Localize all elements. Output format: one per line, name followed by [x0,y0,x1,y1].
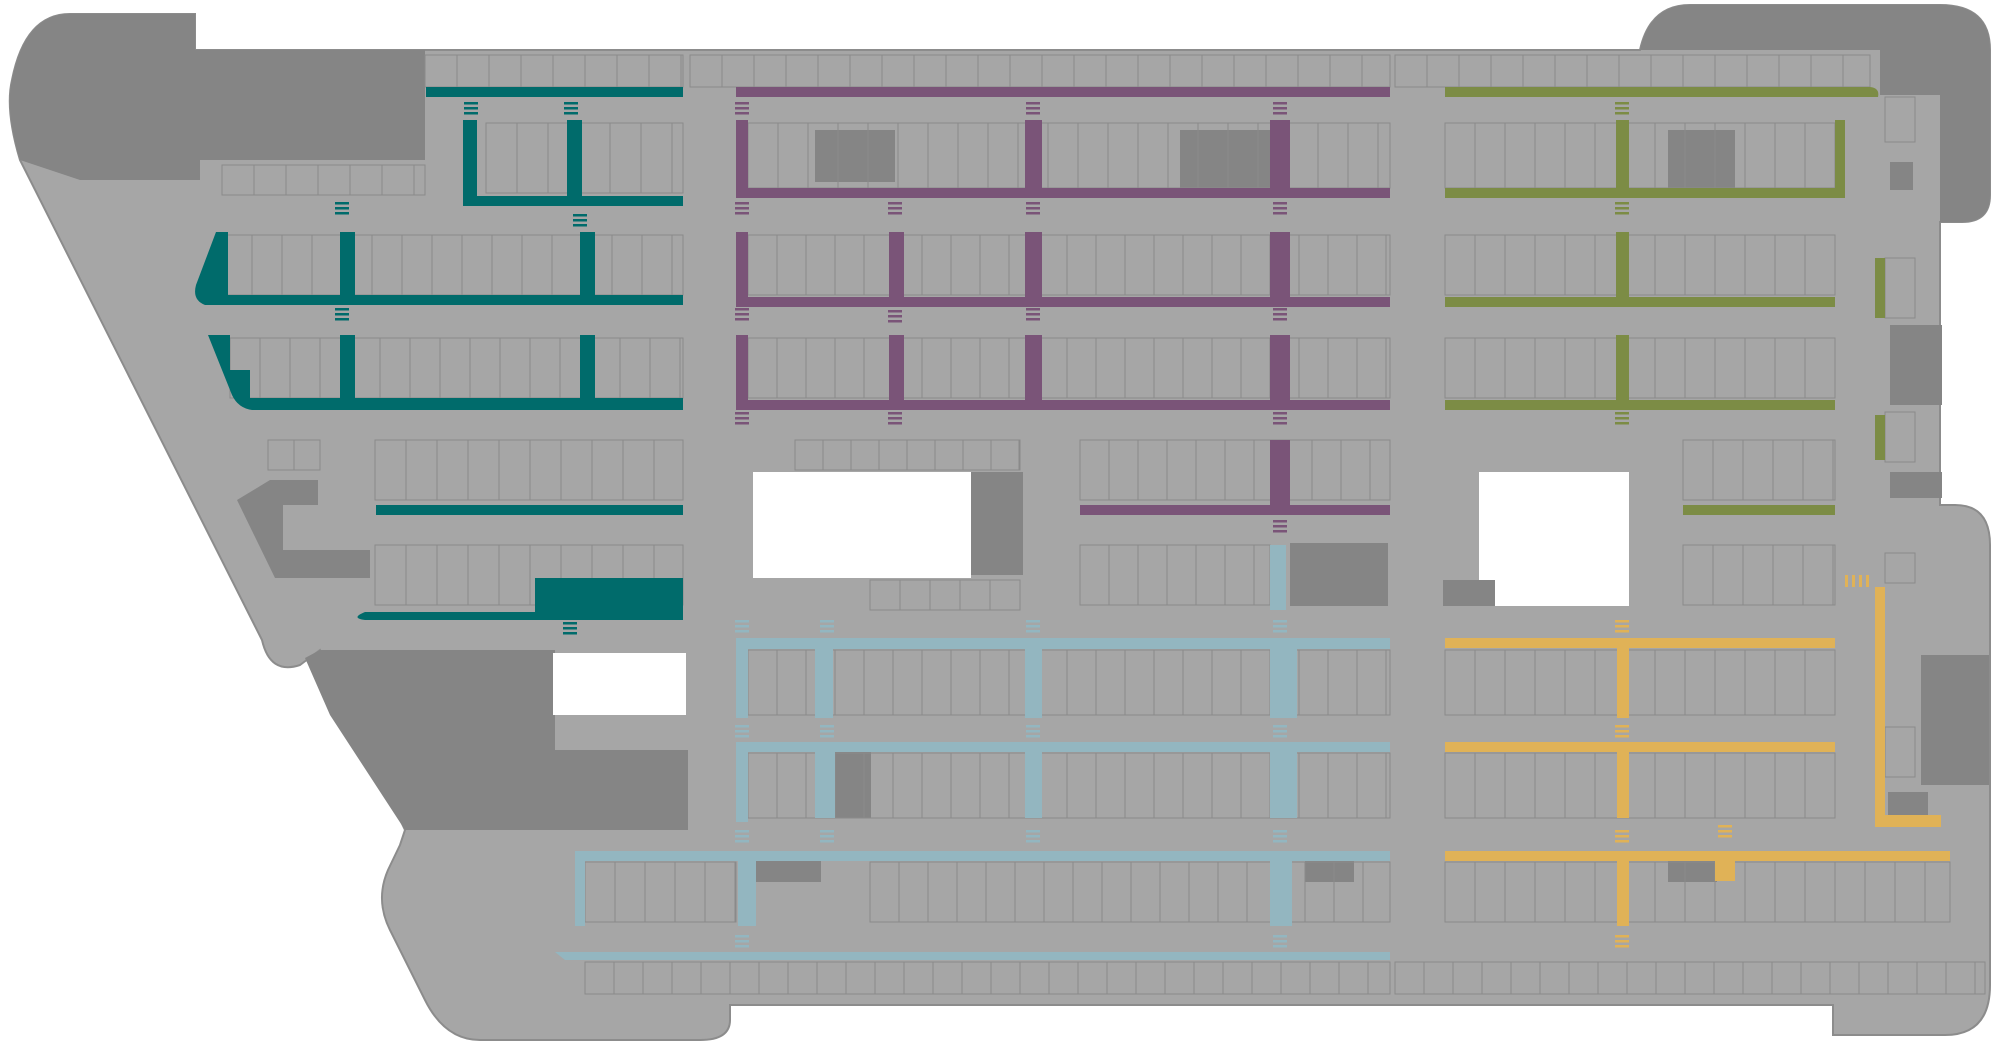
crosswalk [335,202,349,215]
building-block [1888,792,1928,816]
crosswalk [735,830,749,843]
crosswalk [1615,935,1629,948]
crosswalk [573,214,587,227]
stall-row [1682,439,1836,501]
crosswalk [1026,202,1040,215]
crosswalk [888,310,902,323]
zone-lightblue [555,545,1390,960]
crosswalk [1615,202,1629,215]
crosswalk [1273,308,1287,321]
crosswalk [820,725,834,738]
zone-olive [1445,87,1885,515]
crosswalk [888,202,902,215]
crosswalk [1026,102,1040,115]
building-block [1668,130,1735,190]
crosswalk [1718,825,1732,838]
crosswalk [563,622,577,635]
stall-row [869,579,1021,611]
stall-row [267,439,321,471]
stall-row [221,164,426,196]
building-block [835,752,871,818]
building-block [1890,162,1913,190]
stall-row [374,439,684,501]
crosswalk [735,412,749,425]
stall-row [584,961,1391,995]
crosswalk [335,308,349,321]
crosswalk [1615,725,1629,738]
zone-purple [736,87,1390,515]
crosswalk [1273,412,1287,425]
crosswalk [1273,830,1287,843]
voids [553,472,1629,715]
crosswalk [888,412,902,425]
building-block [755,860,821,882]
building-sw [305,650,688,830]
stall-row [1444,752,1836,819]
crosswalk [1273,725,1287,738]
building-block [1443,580,1495,606]
crosswalk [735,308,749,321]
crosswalk [1615,620,1629,633]
building-block [1921,655,1989,785]
crosswalk [1026,308,1040,321]
crosswalk [735,202,749,215]
zone-teal [195,87,683,620]
crosswalk [735,935,749,948]
stall-row [1394,961,1986,995]
zone-yellow [1445,587,1950,926]
void-3 [553,653,686,715]
building-block [1180,130,1272,188]
crosswalk [1026,620,1040,633]
stall-row [747,122,1391,189]
crosswalk [1273,102,1287,115]
crosswalk [1845,575,1869,587]
stall-row [1884,552,1916,584]
building-block [1305,860,1354,882]
walkways [195,87,1950,960]
crosswalk [735,725,749,738]
crosswalk [1273,620,1287,633]
crosswalk [1615,412,1629,425]
crosswalk [1615,102,1629,115]
crosswalk [1026,830,1040,843]
building-ne [1640,5,1990,222]
building-ramp [237,480,370,578]
crosswalk [1615,830,1629,843]
stall-row [869,861,1391,923]
stall-row [1884,96,1916,143]
building-nw [9,14,425,180]
crosswalks [335,102,1869,948]
crosswalk [735,620,749,633]
void-2 [1479,472,1629,606]
void-1 [753,472,971,578]
crosswalk [820,830,834,843]
crosswalk [1273,520,1287,533]
building-block [1668,860,1717,882]
building-block [971,472,1023,575]
stall-row [374,544,684,606]
crosswalk [1273,202,1287,215]
building-block [1890,325,1942,405]
crosswalk [1273,935,1287,948]
stall-row [1444,337,1836,399]
building-block [1290,543,1388,606]
crosswalk [1026,725,1040,738]
crosswalk [464,102,478,115]
crosswalk [564,102,578,115]
crosswalk [735,102,749,115]
buildings [237,130,1989,882]
building-block [1890,472,1942,498]
crosswalk [820,620,834,633]
building-block [815,130,895,182]
stall-row [1682,544,1836,606]
stall-row [794,439,1021,471]
